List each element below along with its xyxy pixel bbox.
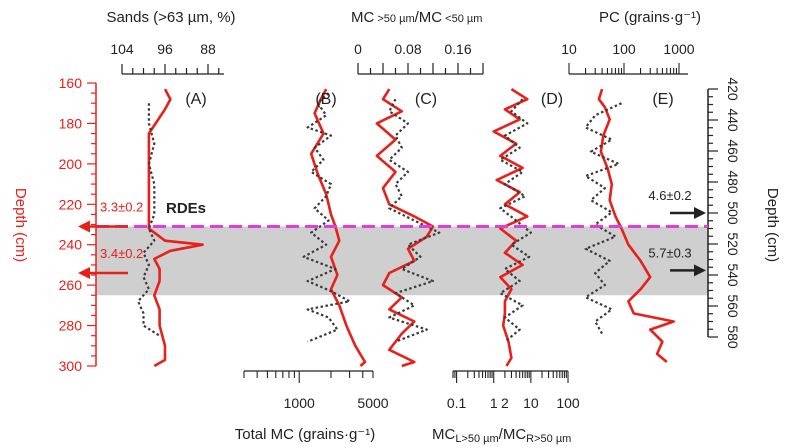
bottom-axis-d-title-part: /MC	[499, 426, 527, 443]
top-axis-c-title-part: >50 µm	[374, 13, 414, 25]
top-axis-c-title-part: <50 µm	[442, 13, 482, 25]
bottom-axis-d-title-part: L>50 µm	[455, 433, 498, 445]
series-line-3-solid	[309, 88, 367, 367]
series-layer	[137, 88, 676, 368]
age-arrow-head	[78, 220, 90, 233]
left-tick-label: 180	[59, 115, 83, 131]
series-line-8-dotted	[499, 98, 533, 343]
age-marker-label: 5.7±0.3	[648, 245, 691, 260]
top-axis-c-tick-label: 0	[354, 41, 362, 57]
age-marker-label: 4.6±0.2	[648, 188, 691, 203]
series-line-5-solid	[375, 88, 435, 368]
right-tick-label: 460	[725, 139, 741, 163]
bottom-axis-b-tick-label: 5000	[357, 395, 388, 411]
bottom-axis-d-tick-label: 0.1	[447, 395, 467, 411]
right-axis-title: Depth (cm)	[764, 188, 781, 262]
bottom-axis-d-tick-label: 10	[523, 395, 539, 411]
series-line-10-dotted	[584, 102, 622, 335]
top-axis-e-tick-label: 1000	[663, 41, 694, 57]
top-axis-c-title-part: /MC	[415, 9, 443, 26]
right-tick-label: 540	[725, 263, 741, 287]
right-tick-label: 480	[725, 170, 741, 194]
top-axis-c-tick-label: 0.16	[444, 41, 471, 57]
right-tick-label: 500	[725, 201, 741, 225]
right-tick-label: 560	[725, 294, 741, 318]
background-layer	[96, 226, 708, 296]
bottom-axis-d-tick-label: 100	[556, 395, 580, 411]
axis-layer	[87, 63, 718, 383]
top-axis-a-tick-label: 104	[110, 41, 134, 57]
top-axis-a-tick-label: 88	[200, 41, 216, 57]
top-axis-a-title: Sands (>63 µm, %)	[106, 9, 235, 26]
panel-label: (B)	[315, 91, 336, 108]
right-tick-label: 580	[725, 325, 741, 349]
panel-label: (C)	[415, 91, 437, 108]
left-tick-label: 260	[59, 277, 83, 293]
left-axis-title: Depth (cm)	[12, 188, 29, 262]
bottom-axis-d-tick-label: 2	[501, 395, 509, 411]
left-tick-label: 160	[59, 75, 83, 91]
shaded-zone	[96, 226, 708, 296]
series-line-2-dotted	[137, 103, 161, 337]
bottom-axis-b-tick-label: 1000	[284, 395, 315, 411]
age-marker-label: 3.3±0.2	[100, 200, 143, 215]
series-line-1-solid	[147, 88, 204, 368]
event-label: RDEs	[166, 200, 206, 217]
top-axis-c-title-part: MC	[351, 9, 374, 26]
bottom-axis-b-title: Total MC (grains·g⁻¹)	[235, 426, 375, 443]
right-tick-label: 420	[725, 77, 741, 101]
left-tick-label: 240	[59, 237, 83, 253]
age-arrow-head	[78, 267, 90, 280]
series-line-6-dotted	[388, 98, 441, 343]
age-arrow-head	[694, 264, 706, 277]
right-tick-label: 440	[725, 108, 741, 132]
top-axis-e-tick-label: 10	[561, 41, 577, 57]
series-line-7-solid	[492, 88, 529, 367]
bottom-axis-d-title-part: MC	[432, 426, 455, 443]
age-marker-label: 3.4±0.2	[100, 246, 143, 261]
left-tick-label: 300	[59, 358, 83, 374]
panel-label: (D)	[541, 91, 563, 108]
label-layer: 160 180 200 220 240 260 280 300 Depth (cm) 420 440…	[12, 9, 781, 445]
left-tick-label: 220	[59, 196, 83, 212]
bottom-axis-d-tick-label: 1	[490, 395, 498, 411]
top-axis-c-title: MC >50 µm/MC <50 µm	[351, 9, 482, 26]
panel-label: (A)	[185, 91, 206, 108]
right-tick-label: 520	[725, 232, 741, 256]
age-arrow-head	[694, 207, 706, 219]
left-tick-label: 200	[59, 156, 83, 172]
bottom-axis-d-title-part: R>50 µm	[526, 433, 571, 445]
panel-label: (E)	[652, 91, 673, 108]
top-axis-a-tick-label: 96	[157, 41, 173, 57]
series-line-9-solid	[597, 88, 676, 363]
top-axis-e-title: PC (grains·g⁻¹)	[599, 9, 701, 26]
top-axis-c-tick-label: 0.08	[394, 41, 421, 57]
series-line-4-dotted	[302, 92, 351, 343]
top-axis-e-tick-label: 100	[612, 41, 636, 57]
bottom-axis-d-title: MCL>50 µm/MCR>50 µm	[432, 426, 571, 445]
left-tick-label: 280	[59, 318, 83, 334]
